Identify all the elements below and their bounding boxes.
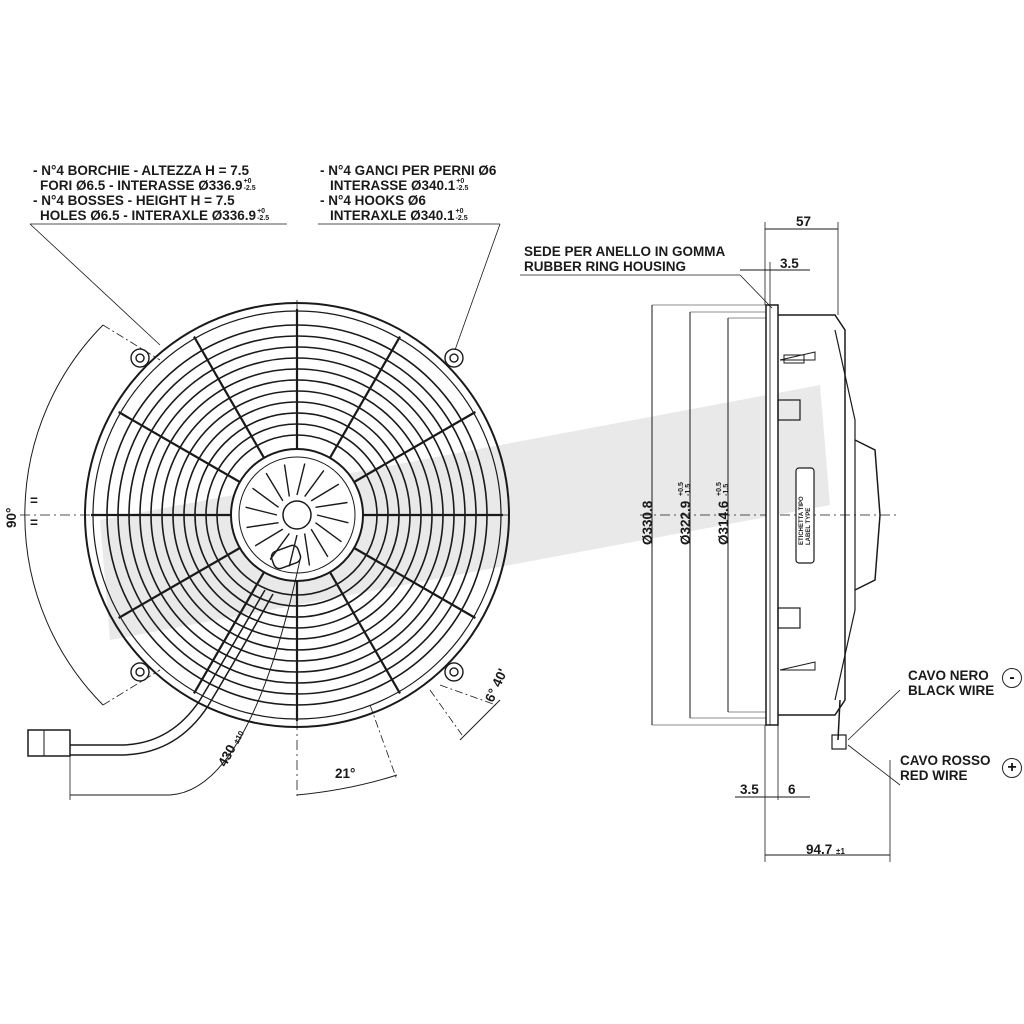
- dim-dia-322: Ø322.9 +0.5-1.5: [678, 482, 693, 545]
- boss-hole: [135, 667, 145, 677]
- tol-plus: +0: [456, 178, 465, 185]
- guard-spoke: [353, 547, 476, 619]
- hub-fin: [316, 514, 349, 524]
- dim-value: Ø314.6: [716, 500, 731, 545]
- boss-hole: [449, 353, 459, 363]
- guard-spoke: [329, 336, 401, 459]
- note-rubber-ring-it: SEDE PER ANELLO IN GOMMA: [524, 244, 726, 259]
- hub-fin: [315, 522, 342, 543]
- label-plate-line1: ETICHETTA TIPO: [799, 496, 805, 545]
- note-rubber-ring-en: RUBBER RING HOUSING: [524, 259, 687, 274]
- hub-fin: [254, 528, 284, 547]
- note-bosses-it-1: - N°4 BORCHIE - ALTEZZA H = 7.5: [33, 163, 250, 178]
- tol-minus: -2.5: [257, 215, 270, 222]
- note-hooks-en-2: INTERAXLE Ø340.1+0-2.5: [330, 208, 468, 223]
- fan-front-view: [20, 223, 510, 800]
- hub-fin: [252, 487, 279, 508]
- tol-minus: -2.5: [456, 185, 469, 192]
- hub-fin: [269, 533, 290, 560]
- note-text: INTERASSE Ø340.1: [330, 178, 456, 193]
- hub-fin: [304, 470, 325, 497]
- note-red-wire-it: CAVO ROSSO: [900, 753, 991, 768]
- note-hooks-it-2: INTERASSE Ø340.1+0-2.5: [330, 178, 468, 193]
- dim-dia-314: Ø314.6 +0.5-1.5: [716, 482, 731, 545]
- dim-angle-21: 21°: [335, 766, 356, 781]
- mounting-boss: [444, 662, 464, 682]
- plus-symbol-icon: +: [1002, 758, 1022, 778]
- hub-fin: [245, 506, 278, 516]
- dim-value: 94.7: [806, 842, 833, 857]
- tol-plus: +0: [257, 208, 266, 215]
- mounting-boss: [130, 348, 150, 368]
- hub-fin: [296, 463, 306, 496]
- note-bosses-it-2: FORI Ø6.5 - INTERASSE Ø336.9+0-2.5: [40, 178, 256, 193]
- hub-fin: [246, 521, 279, 529]
- tol-plus: +0.5: [716, 482, 723, 496]
- fan-side-view: [520, 222, 901, 862]
- guard-spoke: [329, 571, 401, 694]
- label-plate-line2: LABEL TYPE: [806, 507, 812, 545]
- tolerance: +0-2.5: [257, 208, 269, 222]
- dim-tol: ±10: [231, 729, 246, 746]
- dim-flange-3-5: 3.5: [740, 782, 759, 797]
- hub-fin: [310, 483, 340, 502]
- note-hooks-it-1: - N°4 GANCI PER PERNI Ø6: [320, 163, 497, 178]
- tol-plus: +0.5: [678, 482, 685, 496]
- hub-fin: [288, 534, 298, 567]
- tol-plus: +0: [243, 178, 252, 185]
- hub-fin: [265, 472, 284, 502]
- dim-equal-bottom: =: [30, 515, 38, 530]
- note-bosses-en-1: - N°4 BOSSES - HEIGHT H = 7.5: [33, 193, 235, 208]
- tolerance: +0.5-1.5: [716, 482, 730, 496]
- tol-minus: -2.5: [243, 185, 256, 192]
- mounting-boss: [130, 662, 150, 682]
- tol-minus: -2.5: [455, 215, 468, 222]
- tolerance: +0-2.5: [244, 178, 256, 192]
- tolerance: +0-2.5: [456, 178, 468, 192]
- dim-equal-top: =: [30, 493, 38, 508]
- note-bosses-en-2: HOLES Ø6.5 - INTERAXLE Ø336.9+0-2.5: [40, 208, 269, 223]
- dim-depth-57: 57: [796, 214, 812, 229]
- note-text: INTERAXLE Ø340.1: [330, 208, 455, 223]
- hub-fin: [315, 501, 348, 509]
- guard-spoke: [193, 571, 265, 694]
- guard-spoke: [353, 411, 476, 483]
- guard-spoke: [118, 547, 241, 619]
- note-black-wire-it: CAVO NERO: [908, 668, 989, 683]
- tol-minus: -1.5: [685, 483, 692, 496]
- note-text: HOLES Ø6.5 - INTERAXLE Ø336.9: [40, 208, 257, 223]
- note-red-wire-en: RED WIRE: [900, 768, 968, 783]
- tolerance: +0-2.5: [456, 208, 468, 222]
- hub-fin: [310, 528, 329, 558]
- dim-angle-90: 90°: [4, 507, 19, 528]
- dim-dia-330: Ø330.8: [640, 500, 655, 545]
- note-hooks-en-1: - N°4 HOOKS Ø6: [320, 193, 426, 208]
- guard-spoke: [193, 336, 265, 459]
- boss-hole: [449, 667, 459, 677]
- dim-tol: ±1: [836, 847, 845, 856]
- hub-fin: [283, 464, 291, 497]
- mounting-boss: [444, 348, 464, 368]
- note-black-wire-en: BLACK WIRE: [908, 683, 995, 698]
- minus-symbol-icon: -: [1002, 668, 1022, 688]
- hub-fin: [303, 533, 311, 566]
- dim-ring-3-5: 3.5: [780, 256, 799, 271]
- boss-hole: [135, 353, 145, 363]
- tol-plus: +0: [455, 208, 464, 215]
- guard-spoke: [118, 411, 241, 483]
- dim-total-depth: 94.7 ±1: [806, 842, 845, 859]
- dim-value: Ø322.9: [678, 500, 693, 545]
- dim-flange-6: 6: [788, 782, 796, 797]
- tolerance: +0.5-1.5: [678, 482, 692, 496]
- note-text: FORI Ø6.5 - INTERASSE Ø336.9: [40, 178, 243, 193]
- tol-minus: -1.5: [723, 483, 730, 496]
